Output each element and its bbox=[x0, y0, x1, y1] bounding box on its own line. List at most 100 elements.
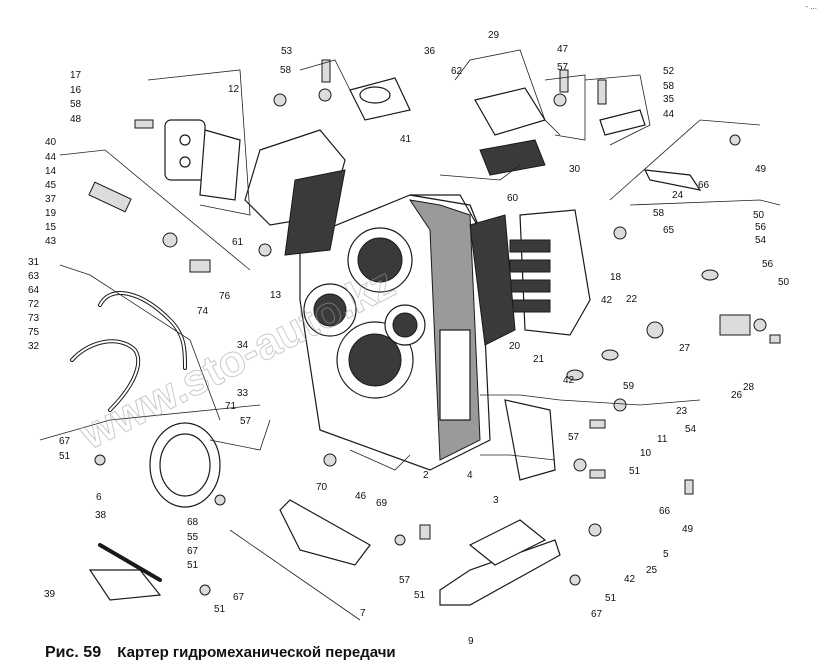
part-label: 36 bbox=[424, 46, 436, 57]
part-label: 34 bbox=[237, 340, 249, 351]
part-label: 58 bbox=[70, 99, 82, 110]
part-label: 45 bbox=[45, 180, 57, 191]
valve-block-part bbox=[509, 209, 591, 336]
part-label: 70 bbox=[316, 482, 328, 493]
mount-bracket-part bbox=[439, 519, 561, 606]
part-label: 60 bbox=[507, 193, 519, 204]
part-label: 9 bbox=[468, 636, 474, 647]
part-label: 57 bbox=[568, 432, 580, 443]
part-label: 73 bbox=[28, 313, 40, 324]
fasteners-part bbox=[88, 59, 781, 596]
leader-lines bbox=[39, 49, 781, 471]
part-label: 37 bbox=[45, 194, 57, 205]
top-cover-part bbox=[349, 77, 411, 121]
part-label: 25 bbox=[646, 565, 658, 576]
part-label: 47 bbox=[557, 44, 569, 55]
part-label: 28 bbox=[743, 382, 755, 393]
part-label: 10 bbox=[640, 448, 652, 459]
cover-part bbox=[164, 119, 241, 201]
part-label: 12 bbox=[228, 84, 240, 95]
figure-title: Картер гидромеханической передачи bbox=[117, 644, 396, 661]
plate-35-part bbox=[599, 109, 646, 136]
part-label: 51 bbox=[59, 451, 71, 462]
part-label: 69 bbox=[376, 498, 388, 509]
part-label: 41 bbox=[400, 134, 412, 145]
part-label: 44 bbox=[663, 109, 675, 120]
part-label: 59 bbox=[623, 381, 635, 392]
part-labels: 53 36 29 47 52 58 58 57 58 35 44 17 16 1… bbox=[28, 30, 790, 647]
part-label: 48 bbox=[70, 114, 82, 125]
part-label: 23 bbox=[676, 406, 688, 417]
part-label: 66 bbox=[659, 506, 671, 517]
part-label: 67 bbox=[233, 592, 245, 603]
part-label: 2 bbox=[423, 470, 429, 481]
part-label: 58 bbox=[280, 65, 292, 76]
figure-caption: Рис. 59 Картер гидромеханической передач… bbox=[45, 644, 396, 662]
part-label: 52 bbox=[663, 66, 675, 77]
part-label: 57 bbox=[240, 416, 252, 427]
part-label: 29 bbox=[488, 30, 500, 41]
part-label: 14 bbox=[45, 166, 57, 177]
part-label: 63 bbox=[28, 271, 40, 282]
part-label: 13 bbox=[270, 290, 282, 301]
part-label: 58 bbox=[653, 208, 665, 219]
part-label: 57 bbox=[399, 575, 411, 586]
part-label: 58 bbox=[663, 81, 675, 92]
top-plate-part bbox=[474, 87, 546, 176]
part-label: 54 bbox=[755, 235, 767, 246]
part-label: 74 bbox=[197, 306, 209, 317]
part-label: 51 bbox=[629, 466, 641, 477]
part-label: 42 bbox=[624, 574, 636, 585]
part-label: 20 bbox=[509, 341, 521, 352]
part-label: 30 bbox=[569, 164, 581, 175]
part-label: 35 bbox=[663, 94, 675, 105]
part-label: 72 bbox=[28, 299, 40, 310]
part-label: 24 bbox=[672, 190, 684, 201]
part-label: 56 bbox=[755, 222, 767, 233]
part-label: 39 bbox=[44, 589, 56, 600]
part-label: 50 bbox=[753, 210, 765, 221]
part-label: 32 bbox=[28, 341, 40, 352]
part-label: 62 bbox=[451, 66, 463, 77]
main-housing-part bbox=[299, 194, 491, 471]
part-label: 43 bbox=[45, 236, 57, 247]
part-label: 49 bbox=[682, 524, 694, 535]
part-label: 49 bbox=[755, 164, 767, 175]
part-label: 65 bbox=[663, 225, 675, 236]
part-label: 55 bbox=[187, 532, 199, 543]
part-label: 51 bbox=[605, 593, 617, 604]
part-label: 75 bbox=[28, 327, 40, 338]
part-label: 51 bbox=[187, 560, 199, 571]
figure-number: Рис. 59 bbox=[45, 644, 102, 661]
oil-pipe-part bbox=[70, 291, 187, 412]
part-label: 16 bbox=[70, 85, 82, 96]
part-label: 21 bbox=[533, 354, 545, 365]
part-label: 17 bbox=[70, 70, 82, 81]
part-label: 76 bbox=[219, 291, 231, 302]
part-label: 33 bbox=[237, 388, 249, 399]
part-label: 67 bbox=[187, 546, 199, 557]
part-label: 61 bbox=[232, 237, 244, 248]
part-label: 11 bbox=[657, 434, 668, 445]
parts-layer bbox=[39, 49, 781, 621]
part-label: 27 bbox=[679, 343, 691, 354]
part-label: 42 bbox=[601, 295, 613, 306]
part-label: 31 bbox=[28, 257, 40, 268]
part-label: 51 bbox=[214, 604, 226, 615]
part-label: 42 bbox=[563, 375, 575, 386]
part-label: 68 bbox=[187, 517, 199, 528]
part-label: 5 bbox=[663, 549, 669, 560]
rod-part bbox=[98, 543, 162, 582]
part-label: 7 bbox=[360, 608, 366, 619]
shield-part bbox=[88, 569, 162, 601]
part-label: 50 bbox=[778, 277, 790, 288]
part-label: 53 bbox=[281, 46, 293, 57]
part-label: 15 bbox=[45, 222, 57, 233]
part-label: 64 bbox=[28, 285, 40, 296]
filter-housing-part bbox=[244, 129, 346, 256]
part-label: 22 bbox=[626, 294, 638, 305]
part-label: 57 bbox=[557, 62, 569, 73]
part-label: 46 bbox=[355, 491, 367, 502]
long-rod-part bbox=[229, 529, 361, 621]
